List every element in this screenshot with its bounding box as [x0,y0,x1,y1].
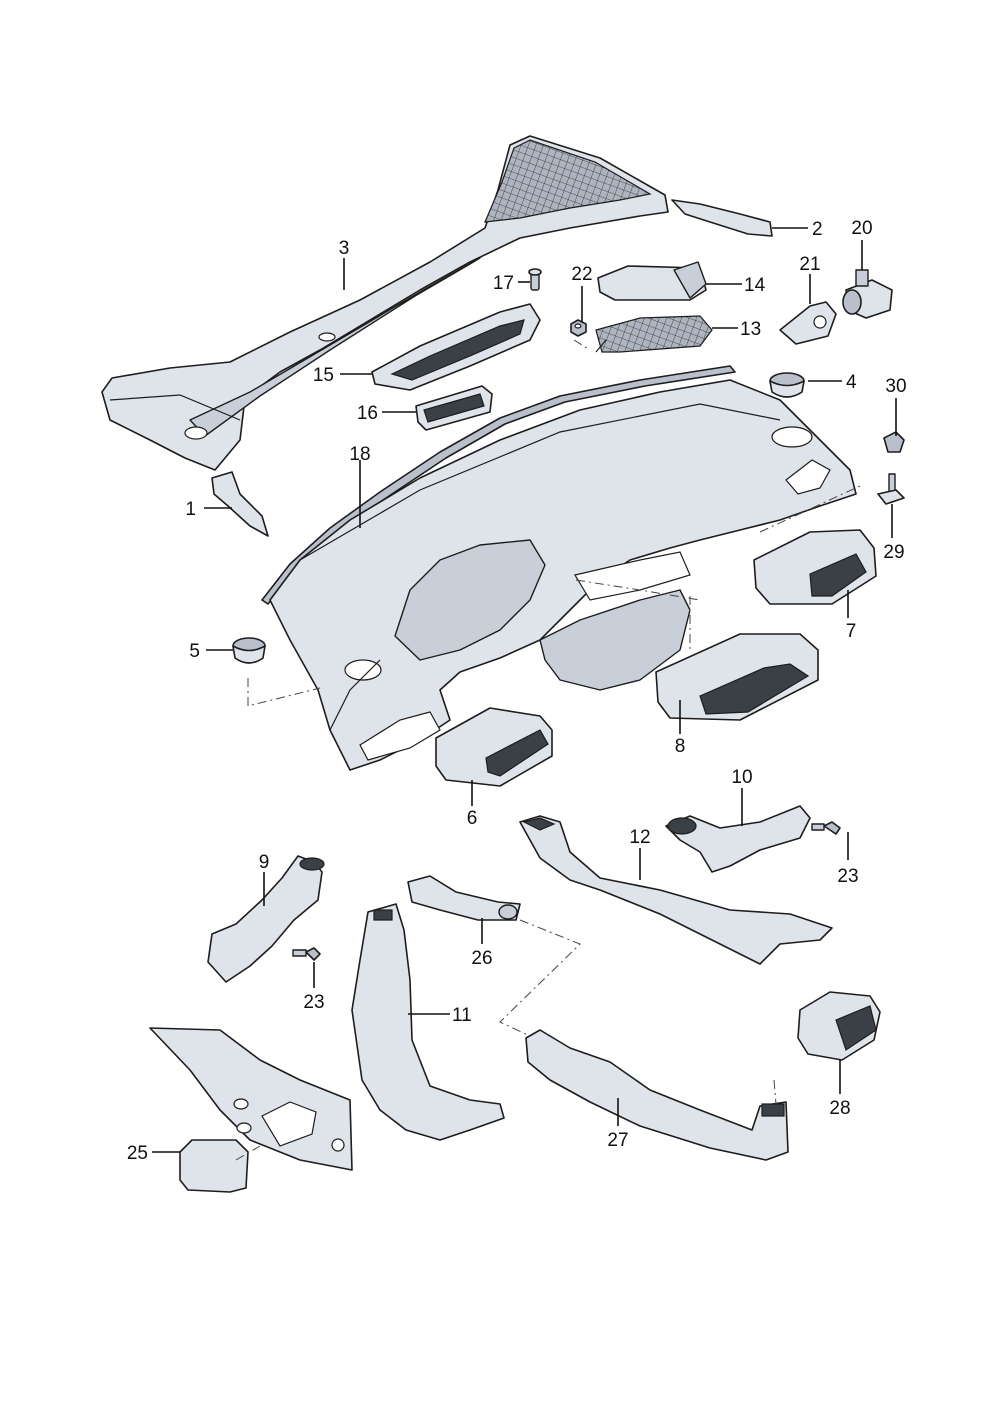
vent-part-6 [435,707,553,787]
duct-part-26 [407,875,521,921]
screw-part-23-b [292,947,321,961]
trim-strip-part-2 [671,199,773,237]
callout-8: 8 [675,736,686,757]
callout-labels: 1 2 3 4 5 6 7 8 9 10 11 12 13 14 15 16 1… [127,218,907,1164]
callout-21: 21 [799,254,820,275]
side-trim-part-1 [211,471,269,537]
callout-25: 25 [127,1143,148,1164]
cap-part-5 [232,637,266,664]
callout-4: 4 [846,372,857,393]
assembly-lines [235,339,861,1161]
dashboard-panel [269,379,857,771]
callout-27: 27 [607,1130,628,1151]
cowl-drain-hole [184,426,208,440]
vent-part-7 [753,529,877,605]
plenum-panel-part-3 [101,135,669,471]
clip-part-30 [883,431,905,453]
callout-29: 29 [883,542,904,563]
bracket-part-14 [597,261,707,301]
callout-7: 7 [846,621,857,642]
nut-part-22 [570,319,587,337]
callout-26: 26 [471,948,492,969]
clip-part-17 [528,268,542,291]
callout-18: 18 [349,444,370,465]
duct-part-11 [351,903,505,1141]
callout-1: 1 [185,499,196,520]
vent-part-28 [797,991,881,1061]
grille-part-13 [595,315,713,353]
callout-12: 12 [629,827,650,848]
callout-2: 2 [812,219,823,240]
callout-11: 11 [452,1005,472,1026]
callout-15: 15 [313,365,334,386]
cap-part-4 [769,372,805,398]
duct-part-12 [519,815,833,965]
vent-part-8 [655,633,819,721]
screw-part-23-a [811,821,841,835]
callout-13: 13 [740,319,761,340]
bracket-part-21 [779,301,837,345]
callout-22: 22 [571,264,592,285]
switch-part-20 [842,269,893,319]
small-vent-part-16 [415,385,493,431]
duct-part-9 [207,855,325,983]
callout-14: 14 [744,275,766,296]
duct-part-10 [665,805,811,873]
callout-10: 10 [731,767,752,788]
callout-28: 28 [829,1098,850,1119]
callout-20: 20 [851,218,872,239]
vent-frame-part-15 [371,303,541,391]
callout-3: 3 [339,238,350,259]
firewall-section [149,1027,353,1171]
callout-9: 9 [259,852,270,873]
callout-16: 16 [357,403,378,424]
pin-part-29 [877,473,905,505]
duct-part-27 [525,1029,789,1161]
callout-23b: 23 [303,992,324,1013]
callout-17: 17 [493,273,514,294]
callout-6: 6 [467,808,478,829]
callout-30: 30 [885,376,906,397]
callout-23a: 23 [837,866,858,887]
cover-part-25 [179,1139,249,1193]
leader-lines [152,227,897,1153]
callout-5: 5 [189,641,200,662]
